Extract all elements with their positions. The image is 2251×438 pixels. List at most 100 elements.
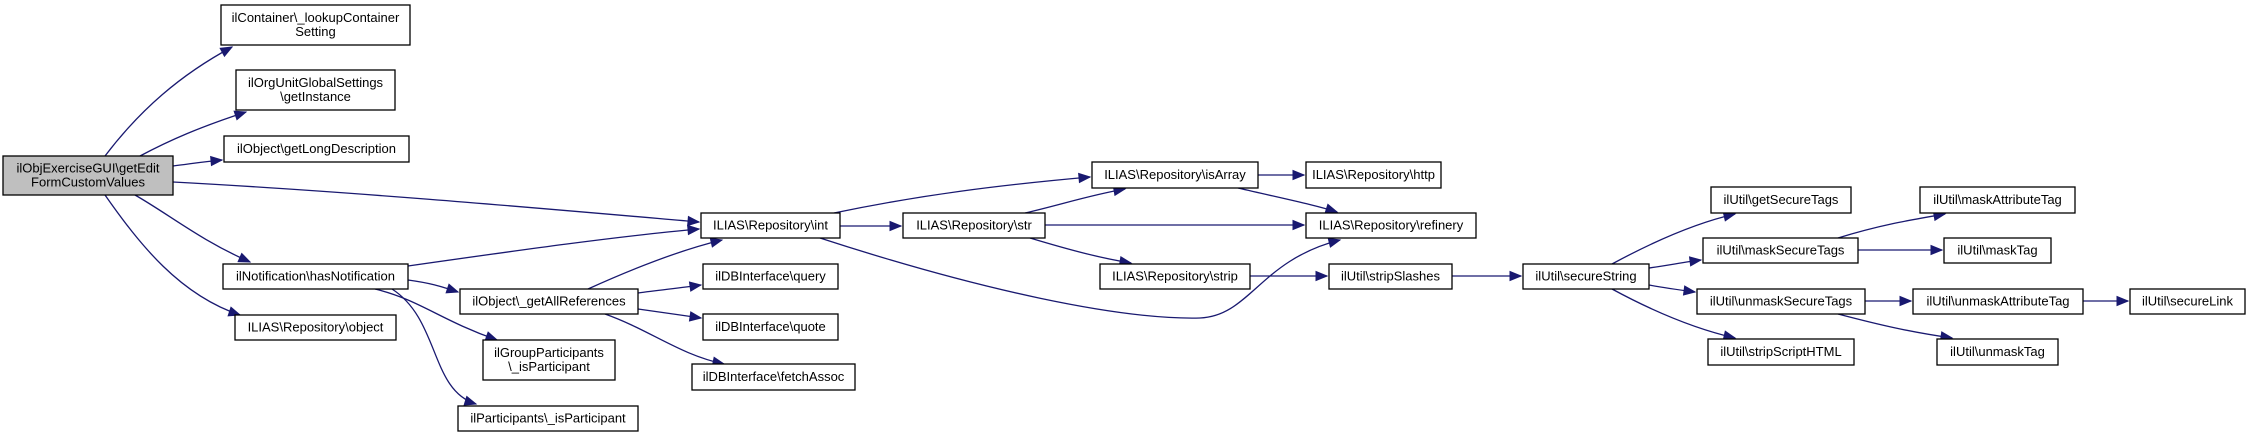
- node-repoIsArray[interactable]: ILIAS\Repository\isArray: [1091, 161, 1259, 189]
- node-repoHttp[interactable]: ILIAS\Repository\http: [1305, 161, 1442, 189]
- node-box: [1710, 186, 1852, 214]
- edge-line: [134, 194, 251, 263]
- edges-layer: [104, 46, 2130, 406]
- edge-hasNotification-to-partIsPart: [391, 288, 478, 406]
- arrowhead-icon: [2116, 295, 2130, 307]
- node-box: [2, 155, 174, 196]
- node-unmaskTag[interactable]: ilUtil\unmaskTag: [1936, 338, 2059, 366]
- node-label: ILIAS\Repository\int: [713, 218, 828, 233]
- node-repoStr[interactable]: ILIAS\Repository\str: [902, 212, 1046, 239]
- edge-repoInt-to-repoStr: [840, 220, 903, 232]
- node-box: [220, 4, 411, 46]
- node-partIsPart[interactable]: ilParticipants\_isParticipant: [457, 405, 639, 432]
- node-secureLink[interactable]: ilUtil\secureLink: [2129, 288, 2246, 315]
- node-dbQuery[interactable]: ilDBInterface\query: [702, 263, 839, 290]
- edge-line: [1237, 187, 1338, 213]
- node-secureString[interactable]: ilUtil\secureString: [1522, 263, 1650, 290]
- node-label: ilUtil\maskAttributeTag: [1933, 192, 2062, 207]
- node-label: ilParticipants\_isParticipant: [470, 411, 626, 426]
- edge-root-to-orgUnit: [139, 110, 248, 157]
- node-box: [1305, 161, 1442, 189]
- node-orgUnit[interactable]: ilOrgUnitGlobalSettings\getInstance: [235, 69, 396, 111]
- node-unmaskSecureTags[interactable]: ilUtil\unmaskSecureTags: [1696, 288, 1866, 315]
- edge-unmaskSecureTags-to-unmaskTag: [1837, 313, 1954, 342]
- edge-line: [587, 239, 723, 290]
- edge-line: [104, 46, 233, 157]
- edge-secureString-to-stripScriptHTML: [1611, 288, 1737, 341]
- arrowhead-icon: [709, 237, 724, 248]
- node-label: ILIAS\Repository\refinery: [1319, 218, 1464, 233]
- node-box: [1091, 161, 1259, 189]
- node-maskTag[interactable]: ilUtil\maskTag: [1943, 237, 2052, 264]
- node-box: [691, 363, 856, 391]
- node-dbQuote[interactable]: ilDBInterface\quote: [702, 313, 839, 341]
- edge-repoStr-to-repoIsArray: [1024, 185, 1127, 214]
- node-repoObject[interactable]: ILIAS\Repository\object: [234, 314, 397, 341]
- node-label: ILIAS\Repository\object: [248, 320, 384, 335]
- arrowhead-icon: [1930, 244, 1944, 256]
- node-label: ilUtil\secureString: [1535, 269, 1636, 284]
- edge-repoIsArray-to-repoHttp: [1258, 169, 1306, 181]
- node-box: [1936, 338, 2059, 366]
- edge-line: [833, 176, 1091, 214]
- node-maskAttributeTag[interactable]: ilUtil\maskAttributeTag: [1919, 186, 2076, 214]
- node-box: [1328, 263, 1453, 290]
- node-maskSecureTags[interactable]: ilUtil\maskSecureTags: [1702, 237, 1859, 264]
- node-unmaskAttributeTag[interactable]: ilUtil\unmaskAttributeTag: [1912, 288, 2084, 315]
- edge-getAllRefs-to-dbQuote: [637, 308, 703, 322]
- arrowhead-icon: [219, 46, 234, 58]
- node-groupPart[interactable]: ilGroupParticipants\_isParticipant: [482, 339, 616, 381]
- node-repoRefinery[interactable]: ILIAS\Repository\refinery: [1305, 212, 1477, 239]
- node-repoStrip[interactable]: ILIAS\Repository\strip: [1099, 263, 1251, 290]
- node-getSecureTags[interactable]: ilUtil\getSecureTags: [1710, 186, 1852, 214]
- edge-hasNotification-to-groupPart: [374, 288, 499, 342]
- node-label: ilContainer\_lookupContainer: [232, 10, 400, 25]
- node-getAllRefs[interactable]: ilObject\_getAllReferences: [459, 288, 639, 315]
- node-box: [482, 339, 616, 381]
- edge-line: [1837, 213, 1946, 239]
- node-label: ilUtil\stripSlashes: [1341, 269, 1440, 284]
- arrowhead-icon: [688, 281, 703, 292]
- edge-stripSlashes-to-secureString: [1452, 270, 1523, 282]
- node-dbFetch[interactable]: ilDBInterface\fetchAssoc: [691, 363, 856, 391]
- node-box: [1522, 263, 1650, 290]
- node-box: [222, 263, 409, 290]
- node-label: ilObject\getLongDescription: [237, 141, 396, 156]
- node-repoInt[interactable]: ILIAS\Repository\int: [700, 212, 841, 239]
- edge-repoInt-to-repoRefinery: [819, 237, 1342, 319]
- edge-root-to-repoInt: [172, 181, 701, 227]
- node-label: ilUtil\stripScriptHTML: [1720, 344, 1841, 359]
- arrowhead-icon: [1315, 270, 1329, 282]
- node-label: ilObjExerciseGUI\getEdit: [16, 161, 159, 176]
- node-label: ilUtil\unmaskTag: [1950, 344, 2045, 359]
- edge-line: [104, 194, 241, 316]
- edge-repoStrip-to-stripSlashes: [1250, 270, 1329, 282]
- arrowhead-icon: [445, 283, 460, 294]
- arrowhead-icon: [484, 331, 499, 342]
- arrowhead-icon: [1324, 203, 1339, 214]
- node-box: [700, 212, 841, 239]
- node-box: [702, 263, 839, 290]
- node-box: [1707, 338, 1855, 366]
- node-label: ilObject\_getAllReferences: [472, 294, 626, 309]
- node-box: [1919, 186, 2076, 214]
- node-label: ilDBInterface\query: [715, 269, 826, 284]
- arrowhead-icon: [687, 215, 701, 227]
- edge-root-to-hasNotification: [134, 194, 252, 263]
- edge-hasNotification-to-repoInt: [407, 224, 701, 267]
- arrowhead-icon: [227, 306, 242, 317]
- edge-getAllRefs-to-repoInt: [587, 237, 724, 290]
- arrowhead-icon: [210, 155, 224, 167]
- node-hasNotification[interactable]: ilNotification\hasNotification: [222, 263, 409, 290]
- node-label: \_isParticipant: [508, 359, 590, 374]
- node-longDesc[interactable]: ilObject\getLongDescription: [223, 135, 410, 163]
- node-stripScriptHTML[interactable]: ilUtil\stripScriptHTML: [1707, 338, 1855, 366]
- node-box: [1702, 237, 1859, 264]
- node-label: Setting: [295, 24, 335, 39]
- node-stripSlashes[interactable]: ilUtil\stripSlashes: [1328, 263, 1453, 290]
- node-label: ILIAS\Repository\http: [1312, 167, 1435, 182]
- edge-line: [1029, 237, 1132, 264]
